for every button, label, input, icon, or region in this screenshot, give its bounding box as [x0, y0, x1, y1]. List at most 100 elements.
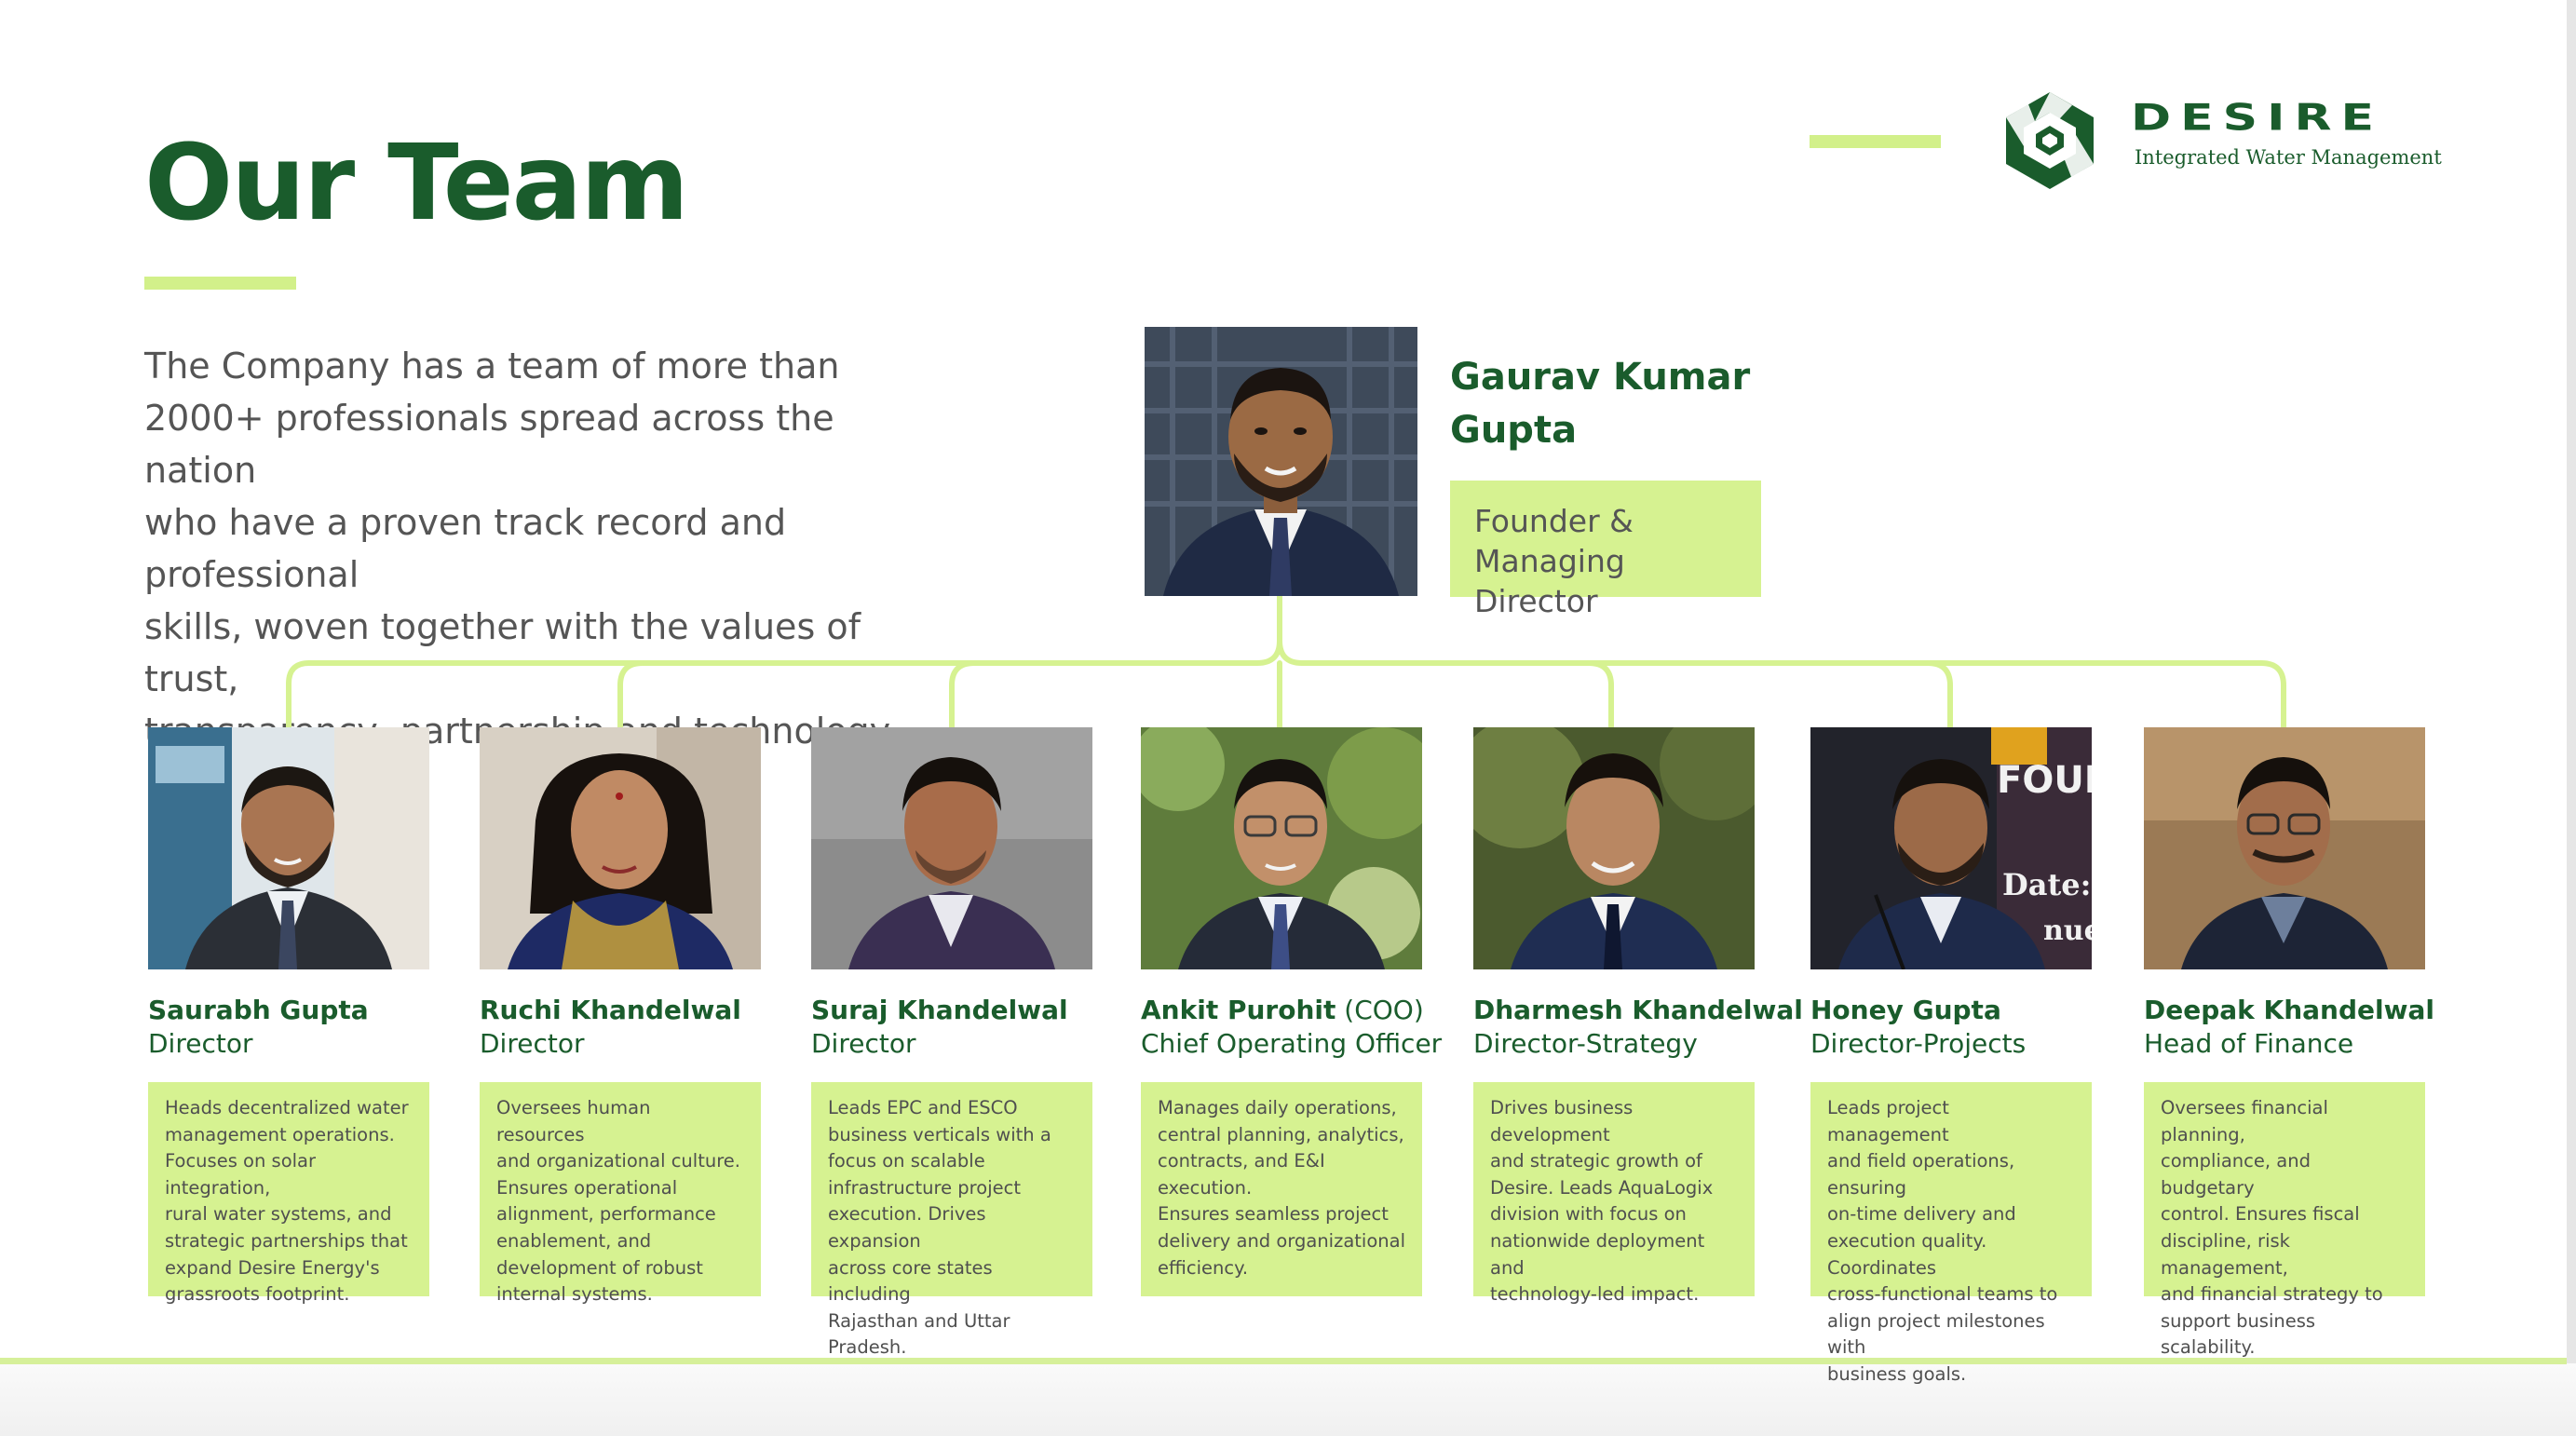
- description-line: infrastructure project: [828, 1176, 1021, 1199]
- description-line: management operations.: [165, 1123, 395, 1145]
- description-line: Oversees human resources: [496, 1097, 651, 1145]
- logo-accent-bar: [1810, 135, 1941, 148]
- description-line: compliance, and budgetary: [2161, 1150, 2311, 1199]
- title-underline: [144, 277, 296, 290]
- member-role: Director: [148, 1028, 253, 1059]
- logo-tagline: Integrated Water Management: [2135, 146, 2442, 169]
- description-line: technology-led impact.: [1490, 1283, 1700, 1306]
- team-member-card: Ruchi Khandelwal Director Oversees human…: [480, 727, 761, 1305]
- member-photo: [1141, 727, 1422, 969]
- member-photo: [148, 727, 429, 969]
- member-photo: [811, 727, 1092, 969]
- description-line: and strategic growth of: [1490, 1150, 1702, 1172]
- member-photo: [1473, 727, 1755, 969]
- member-name-text: Saurabh Gupta: [148, 995, 369, 1025]
- description-line: discipline, risk management,: [2161, 1229, 2290, 1279]
- member-description: Oversees human resources and organizatio…: [480, 1082, 761, 1305]
- description-line: expand Desire Energy's: [165, 1256, 380, 1279]
- leader-name-line: Gaurav Kumar: [1450, 356, 1751, 399]
- description-line: Leads project management: [1827, 1097, 1949, 1145]
- description-line: business goals.: [1827, 1362, 1967, 1385]
- member-description: Heads decentralized water management ope…: [148, 1082, 429, 1305]
- team-member-card: Deepak Khandelwal Head of Finance Overse…: [2144, 727, 2434, 1358]
- description-line: Heads decentralized water: [165, 1097, 409, 1118]
- member-role: Director-Projects: [1810, 1028, 2027, 1059]
- description-line: Leads EPC and ESCO: [828, 1097, 1018, 1118]
- description-line: Oversees financial planning,: [2161, 1097, 2328, 1145]
- member-name-text: Ankit Purohit: [1141, 995, 1336, 1025]
- member-role: Director-Strategy: [1473, 1028, 1698, 1059]
- intro-line: The Company has a team of more than: [144, 345, 840, 386]
- description-line: delivery and organizational: [1158, 1229, 1406, 1252]
- description-line: rural water systems, and: [165, 1203, 392, 1226]
- description-line: Focuses on solar integration,: [165, 1150, 317, 1199]
- description-line: and field operations, ensuring: [1827, 1150, 2015, 1199]
- description-line: Ensures seamless project: [1158, 1203, 1389, 1226]
- leader-name-line: Gupta: [1450, 409, 1578, 452]
- slide-edge: [2567, 0, 2576, 1436]
- desire-logo-icon: [1993, 88, 2107, 193]
- description-line: grassroots footprint.: [165, 1283, 350, 1306]
- description-line: align project milestones with: [1827, 1309, 2045, 1359]
- team-member-card: Dharmesh Khandelwal Director-Strategy Dr…: [1473, 727, 1803, 1305]
- description-line: execution quality. Coordinates: [1827, 1229, 1987, 1279]
- leader-role-line: Founder &: [1474, 503, 1634, 539]
- intro-line: who have a proven track record and profe…: [144, 502, 787, 595]
- member-name-text: Deepak Khandelwal: [2144, 995, 2434, 1025]
- description-line: strategic partnerships that: [165, 1229, 408, 1252]
- description-line: Ensures operational: [496, 1176, 678, 1199]
- member-photo: FOUN Date: nue: [1810, 727, 2092, 969]
- member-name-text: Suraj Khandelwal: [811, 995, 1068, 1025]
- description-line: across core states including: [828, 1256, 993, 1306]
- member-name: Dharmesh Khandelwal: [1473, 994, 1803, 1027]
- member-name: Honey Gupta: [1810, 994, 2092, 1027]
- description-line: division with focus on: [1490, 1203, 1687, 1226]
- description-line: Desire. Leads AquaLogix: [1490, 1176, 1714, 1199]
- member-name-text: Ruchi Khandelwal: [480, 995, 741, 1025]
- member-name-text: Dharmesh Khandelwal: [1473, 995, 1803, 1025]
- leader-role-line: Managing Director: [1474, 543, 1625, 619]
- member-role: Director: [811, 1028, 916, 1059]
- logo-wordmark: DESIRE: [2131, 97, 2384, 139]
- description-line: business verticals with a: [828, 1123, 1051, 1145]
- member-description: Oversees financial planning, compliance,…: [2144, 1082, 2425, 1358]
- member-description: Leads EPC and ESCO business verticals wi…: [811, 1082, 1092, 1358]
- backdrop-text: nue: [2043, 914, 2092, 947]
- team-member-card: Ankit Purohit (COO) Chief Operating Offi…: [1141, 727, 1443, 1296]
- description-line: enablement, and: [496, 1229, 652, 1252]
- intro-line: 2000+ professionals spread across the na…: [144, 398, 834, 491]
- description-line: cross-functional teams to: [1827, 1283, 2058, 1306]
- description-line: support business scalability.: [2161, 1309, 2316, 1359]
- team-member-card: Saurabh Gupta Director Heads decentraliz…: [148, 727, 429, 1305]
- member-photo: [480, 727, 761, 969]
- leader-role-box: Founder & Managing Director: [1450, 481, 1761, 619]
- member-name: Saurabh Gupta: [148, 994, 429, 1027]
- page-title: Our Team: [144, 123, 689, 244]
- member-role: Head of Finance: [2144, 1028, 2354, 1059]
- member-description: Manages daily operations, central planni…: [1141, 1082, 1422, 1296]
- backdrop-text: FOUN: [1997, 759, 2092, 802]
- description-line: internal systems.: [496, 1283, 653, 1306]
- description-line: central planning, analytics,: [1158, 1123, 1404, 1145]
- team-member-card: FOUN Date: nue Honey Gupta Director-Proj…: [1810, 727, 2092, 1385]
- description-line: Manages daily operations,: [1158, 1097, 1397, 1118]
- leader-photo: [1145, 327, 1417, 596]
- leader-name: Gaurav Kumar Gupta: [1450, 351, 1823, 457]
- member-role: Chief Operating Officer: [1141, 1028, 1443, 1059]
- team-member-card: Suraj Khandelwal Director Leads EPC and …: [811, 727, 1092, 1358]
- description-line: on-time delivery and: [1827, 1203, 2016, 1226]
- description-line: nationwide deployment and: [1490, 1229, 1705, 1279]
- member-description: Drives business development and strategi…: [1473, 1082, 1755, 1305]
- description-line: and financial strategy to: [2161, 1283, 2383, 1306]
- description-line: Rajasthan and Uttar Pradesh.: [828, 1309, 1010, 1359]
- description-line: Drives business development: [1490, 1097, 1634, 1145]
- bottom-divider: [0, 1358, 2567, 1364]
- description-line: execution. Drives expansion: [828, 1203, 986, 1252]
- member-role: Director: [480, 1028, 585, 1059]
- description-line: development of robust: [496, 1256, 703, 1279]
- description-line: alignment, performance: [496, 1203, 716, 1226]
- description-line: focus on scalable: [828, 1150, 985, 1172]
- bottom-strip: [0, 1363, 2576, 1436]
- description-line: contracts, and E&I execution.: [1158, 1150, 1325, 1199]
- member-name-text: Honey Gupta: [1810, 995, 2001, 1025]
